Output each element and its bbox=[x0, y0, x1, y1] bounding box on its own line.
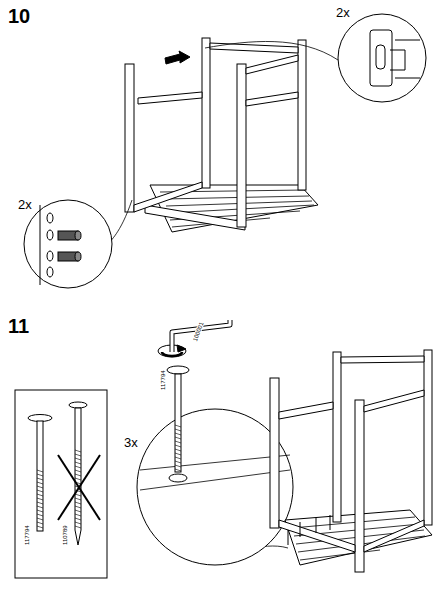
screw-inset bbox=[15, 390, 107, 578]
part-number: 117794 bbox=[24, 525, 30, 545]
correct-screw bbox=[28, 415, 52, 532]
step-number: 11 bbox=[8, 316, 29, 336]
part-number: 100001 bbox=[192, 321, 204, 342]
quantity-label: 2x bbox=[336, 6, 350, 19]
part-number: 110789 bbox=[62, 525, 68, 545]
frame-step-10 bbox=[125, 38, 318, 232]
step-number: 10 bbox=[8, 6, 30, 26]
part-number: 117794 bbox=[160, 370, 166, 390]
quantity-label: 3x bbox=[124, 436, 138, 449]
quantity-label: 2x bbox=[18, 198, 32, 211]
wrong-screw bbox=[58, 402, 100, 545]
